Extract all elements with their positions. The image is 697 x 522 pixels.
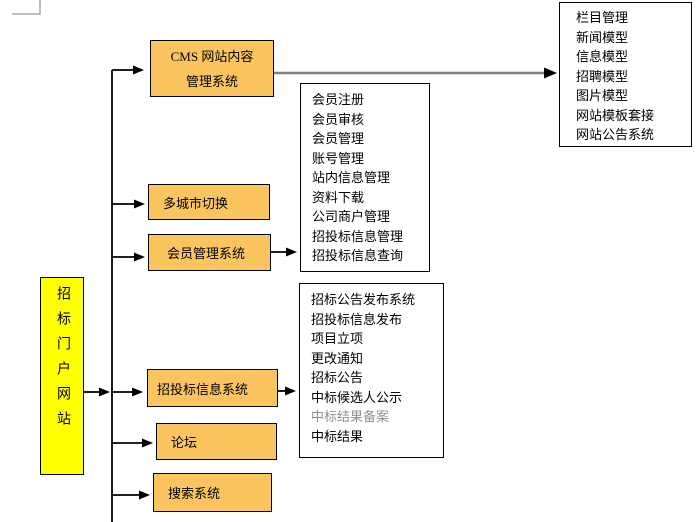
root-node-label: 招标门户网站 xyxy=(55,286,70,436)
list-item: 中标候选人公示 xyxy=(311,389,403,405)
arrow-to-search xyxy=(112,490,150,500)
module-member-label: 会员管理系统 xyxy=(167,246,246,261)
module-cms-label-line2: 管理系统 xyxy=(185,73,238,89)
list-item: 招投标信息查询 xyxy=(312,248,404,263)
cms-feature-list: 栏目管理 新闻模型 信息模型 招聘模型 图片模型 网站模板套接 网站公告系统 xyxy=(559,2,692,147)
arrow-to-multi-city xyxy=(112,199,145,209)
bidding-feature-list: 招标公告发布系统 招投标信息发布 项目立项 更改通知 招标公告 中标候选人公示 … xyxy=(299,283,444,458)
arrow-to-bidding xyxy=(112,387,143,397)
list-item: 招投标信息管理 xyxy=(312,228,404,244)
arrow-to-forum xyxy=(112,438,153,448)
list-item: 招标公告 xyxy=(311,370,364,385)
list-item: 网站模板套接 xyxy=(576,107,655,123)
list-item: 信息模型 xyxy=(576,49,629,64)
module-cms: CMS 网站内容 管理系统 xyxy=(150,40,274,97)
module-forum-label: 论坛 xyxy=(171,435,198,450)
arrow-bidding-to-features xyxy=(278,386,296,396)
member-feature-list: 会员注册 会员审核 会员管理 账号管理 站内信息管理 资料下载 公司商户管理 招… xyxy=(300,83,430,272)
module-bidding: 招投标信息系统 xyxy=(147,369,278,407)
module-member: 会员管理系统 xyxy=(148,234,271,271)
list-item: 项目立项 xyxy=(311,331,364,346)
list-item: 图片模型 xyxy=(576,88,629,103)
arrow-to-member xyxy=(112,252,145,262)
module-search-label: 搜索系统 xyxy=(168,486,221,501)
module-bidding-label: 招投标信息系统 xyxy=(157,381,249,397)
list-item: 招标公告发布系统 xyxy=(311,292,416,307)
arrow-root-to-trunk xyxy=(84,387,110,397)
list-item: 栏目管理 xyxy=(576,10,629,25)
list-item-muted: 中标结果备案 xyxy=(311,409,390,424)
list-item: 会员管理 xyxy=(312,131,365,146)
list-item: 资料下载 xyxy=(312,189,365,205)
page-corner-mark xyxy=(12,0,41,15)
list-item: 账号管理 xyxy=(312,150,365,166)
arrow-cms-to-features xyxy=(274,67,557,79)
list-item: 招聘模型 xyxy=(576,68,629,84)
list-item: 中标结果 xyxy=(311,428,364,444)
list-item: 公司商户管理 xyxy=(312,209,391,224)
arrow-member-to-features xyxy=(271,247,297,257)
module-multi-city: 多城市切换 xyxy=(148,184,270,220)
list-item: 招投标信息发布 xyxy=(311,311,403,327)
list-item: 更改通知 xyxy=(311,350,364,366)
module-forum: 论坛 xyxy=(156,423,277,460)
module-cms-label-line1: CMS 网站内容 xyxy=(170,48,254,64)
root-node-portal: 招标门户网站 xyxy=(40,277,84,475)
list-item: 站内信息管理 xyxy=(312,170,391,185)
arrow-to-cms xyxy=(112,65,144,75)
list-item: 会员审核 xyxy=(312,111,365,127)
list-item: 网站公告系统 xyxy=(576,127,655,142)
list-item: 会员注册 xyxy=(312,92,365,107)
module-multi-city-label: 多城市切换 xyxy=(163,195,229,211)
module-search: 搜索系统 xyxy=(153,473,272,512)
list-item: 新闻模型 xyxy=(576,29,629,45)
